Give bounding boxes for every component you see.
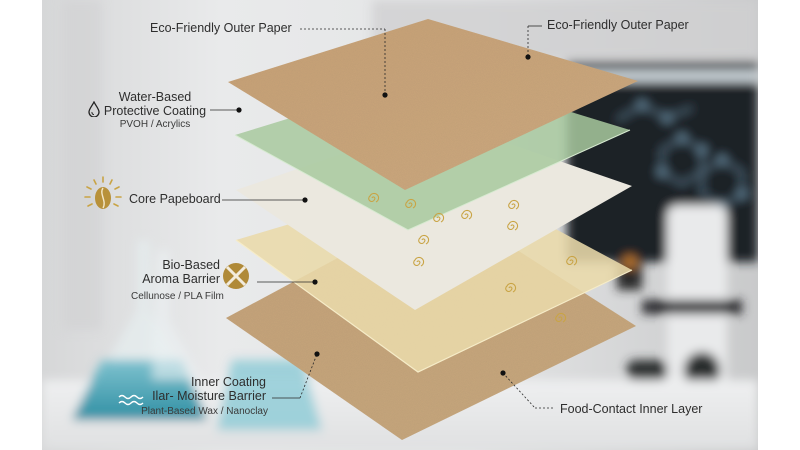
label-outer-paper-left: Eco-Friendly Outer Paper	[150, 21, 292, 35]
coffee-bean-sun-icon	[82, 175, 124, 220]
label-protective-coating: Water-Based Protective Coating PVOH / Ac…	[103, 90, 207, 130]
label-moisture-barrier-sub: Plant-Based Wax / Nanoclay	[141, 406, 268, 417]
label-core-paperboard: Core Papeboard	[129, 192, 221, 206]
label-food-contact-inner-layer: Food-Contact Inner Layer	[560, 402, 703, 416]
label-aroma-barrier-sub: Cellunose / PLA Film	[131, 291, 224, 302]
label-moisture-barrier: Inner Coating Ilar- Moisture Barrier	[152, 375, 266, 404]
cross-circle-icon	[222, 262, 250, 295]
waves-icon	[118, 393, 144, 411]
label-aroma-barrier: Bio-Based Aroma Barrier	[142, 258, 220, 287]
label-outer-paper-right: Eco-Friendly Outer Paper	[547, 18, 689, 32]
water-drop-icon	[88, 100, 100, 122]
